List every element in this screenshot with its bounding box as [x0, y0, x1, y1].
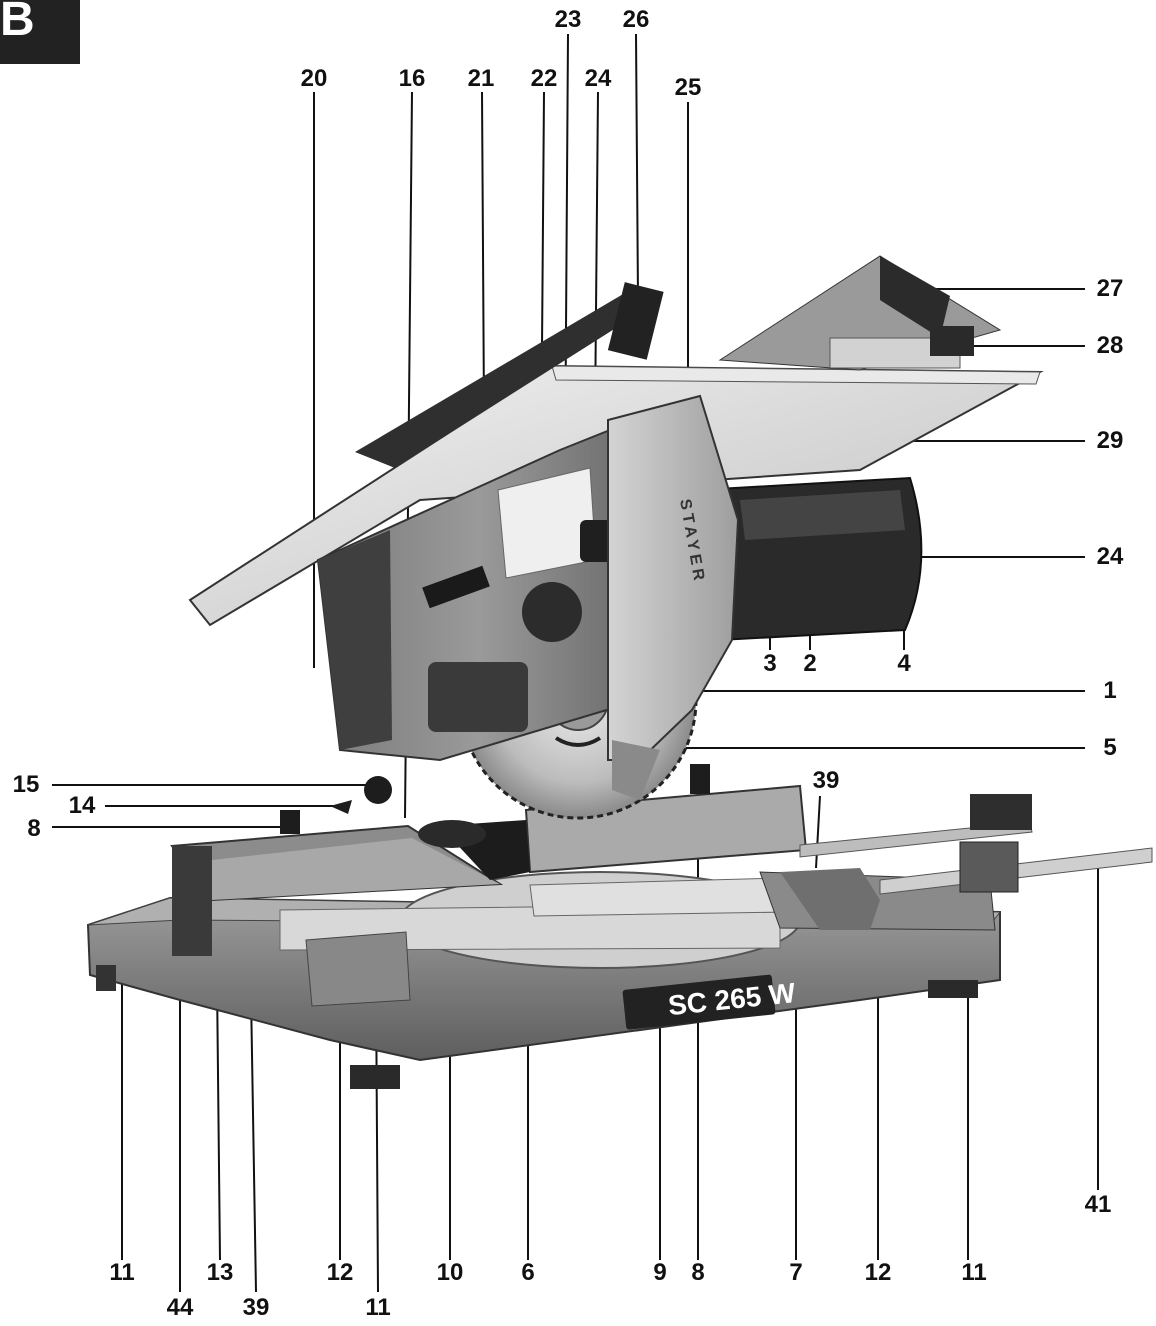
callout-21: 21 [467, 65, 495, 92]
section-letter: B [0, 0, 35, 40]
callout-10: 10 [436, 1259, 464, 1286]
callout-11-a: 11 [109, 1259, 135, 1286]
callout-8-left: 8 [27, 815, 41, 842]
callout-5: 5 [1103, 734, 1117, 761]
callout-14: 14 [68, 792, 96, 819]
callout-39-right: 39 [812, 767, 840, 794]
callout-11-b: 11 [365, 1294, 391, 1321]
callout-27: 27 [1096, 275, 1124, 302]
callout-4: 4 [897, 650, 911, 677]
callout-11-c: 11 [961, 1259, 987, 1286]
callout-39-bottom: 39 [242, 1294, 270, 1321]
motor-housing [698, 476, 923, 642]
callout-29: 29 [1096, 427, 1124, 454]
callout-44: 44 [166, 1294, 194, 1321]
callout-16: 16 [398, 65, 426, 92]
callout-22: 22 [530, 65, 558, 92]
callout-26: 26 [622, 6, 650, 33]
callout-12-a: 12 [326, 1259, 354, 1286]
upper-table [188, 255, 1044, 627]
callout-6: 6 [521, 1259, 535, 1286]
callout-12-b: 12 [864, 1259, 892, 1286]
callout-3: 3 [763, 650, 777, 677]
callout-25: 25 [674, 74, 702, 101]
callout-28: 28 [1096, 332, 1124, 359]
callout-24-right: 24 [1096, 543, 1124, 570]
extension-rail [799, 794, 1153, 895]
pivot-details [280, 764, 710, 848]
callout-41: 41 [1084, 1191, 1112, 1218]
callout-8-bottom: 8 [691, 1259, 705, 1286]
callout-13: 13 [206, 1259, 234, 1286]
callout-23: 23 [554, 6, 582, 33]
callout-2: 2 [803, 650, 817, 677]
callout-9: 9 [653, 1259, 667, 1286]
section-tab: B [0, 0, 80, 64]
callout-24-top: 24 [584, 65, 612, 92]
saw-arm [316, 428, 642, 762]
saw-base [86, 868, 1002, 1089]
callout-1: 1 [1103, 677, 1117, 704]
blade-guard: STAYER [607, 394, 740, 800]
callout-15: 15 [12, 771, 40, 798]
callout-20: 20 [300, 65, 328, 92]
callout-7: 7 [789, 1259, 803, 1286]
